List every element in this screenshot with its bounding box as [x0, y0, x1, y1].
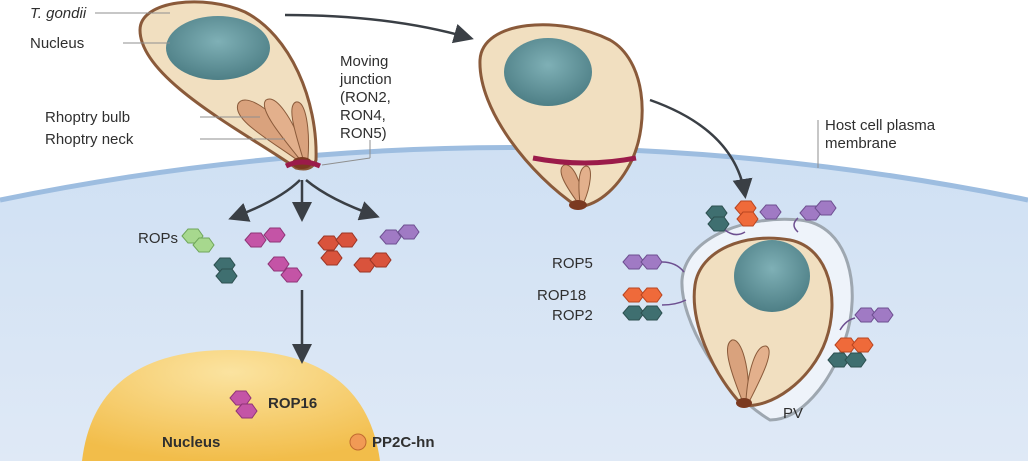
label-pp2c-hn: PP2C-hn: [372, 434, 435, 451]
rhoptry: [291, 101, 309, 163]
rop2-molecule: [622, 299, 687, 321]
arrow-parasite-to-entry: [284, 13, 474, 44]
rop-cluster: [181, 224, 420, 284]
label-moving-junction-4: RON4,: [340, 107, 386, 124]
pv-rop-complex-lower-right: [827, 337, 874, 368]
pv-rop-complex-top: [705, 200, 782, 236]
label-moving-junction-1: Moving: [340, 53, 388, 70]
label-rop2: ROP2: [552, 307, 593, 324]
parasite-nucleus: [166, 16, 270, 80]
label-rhoptry-bulb: Rhoptry bulb: [45, 109, 130, 126]
arrow-entry-to-pv: [649, 98, 753, 199]
parasite-apical-tip: [569, 200, 587, 210]
parasite-apical-tip: [736, 398, 752, 408]
leader-moving-junction-2: [321, 157, 371, 166]
rop5-molecule: [622, 254, 685, 273]
rop-molecule-red: [317, 232, 358, 266]
moving-junction-ring: [532, 155, 637, 166]
arrow-secretion-left: [228, 179, 301, 222]
label-moving-junction-3: (RON2,: [340, 89, 391, 106]
label-t-gondii: T. gondii: [30, 5, 87, 22]
rop-molecule-magenta: [267, 256, 303, 283]
label-host-membrane-2: membrane: [825, 135, 897, 152]
rhoptry: [578, 165, 591, 204]
rop-molecule-magenta: [244, 227, 286, 248]
label-rop18: ROP18: [537, 287, 586, 304]
label-host-membrane-1: Host cell plasma: [825, 117, 936, 134]
label-host-nucleus: Nucleus: [162, 434, 220, 451]
moving-junction-ring: [284, 159, 322, 169]
label-moving-junction-5: RON5): [340, 125, 387, 142]
parasite-entering: [478, 23, 644, 210]
parasite-nucleus: [734, 240, 810, 312]
arrow-secretion-right: [305, 179, 380, 221]
host-nucleus: [82, 350, 380, 461]
label-rop5: ROP5: [552, 255, 593, 272]
parasitophorous-vacuole: [680, 217, 854, 422]
parasite-invading: [138, 0, 318, 171]
rop-molecule-red: [353, 252, 392, 273]
rop16-molecule: [229, 390, 258, 419]
label-moving-junction-2: junction: [339, 71, 392, 88]
rop18-molecule: [622, 287, 663, 303]
pv-rop-complex-top-right: [793, 200, 837, 233]
parasite-nucleus: [504, 38, 592, 106]
label-rops: ROPs: [138, 230, 178, 247]
rop-molecule-purple: [379, 224, 420, 245]
pp2c-hn-dot: [349, 433, 367, 451]
rhoptry: [745, 345, 770, 401]
label-parasite-nucleus: Nucleus: [30, 35, 84, 52]
rop-molecule-green: [181, 228, 215, 253]
pv-rops: [622, 200, 894, 368]
label-pv: PV: [783, 405, 803, 422]
label-rhoptry-neck: Rhoptry neck: [45, 131, 134, 148]
pv-rop-complex-right: [839, 307, 894, 331]
rop-molecule-teal: [213, 257, 238, 284]
label-rop16: ROP16: [268, 395, 317, 412]
